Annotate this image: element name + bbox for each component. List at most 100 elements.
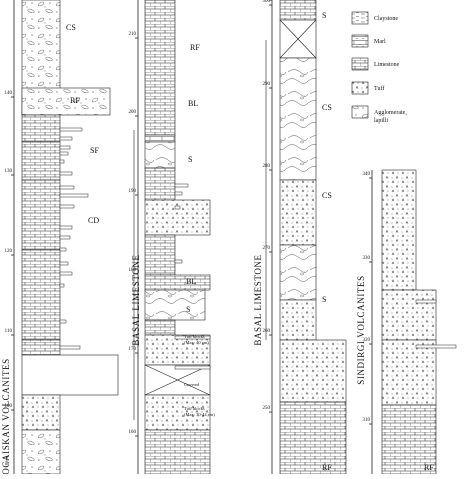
legend-label: lapilli	[374, 118, 388, 124]
thin-bed	[59, 185, 75, 190]
depth-tick-label: 170	[129, 347, 137, 352]
lithology-unit-limestone	[21, 114, 61, 143]
lithology-unit-limestone	[144, 234, 176, 276]
lithology-unit-tuff	[144, 199, 211, 236]
thin-bed	[59, 261, 69, 266]
facies-code-label: SF	[90, 146, 99, 155]
facies-code-label: CS	[322, 191, 332, 200]
thin-bed	[59, 225, 73, 230]
legend-label: Marl	[374, 39, 386, 45]
lithology-unit-swirl	[144, 141, 176, 169]
depth-tick-label: 110	[5, 329, 13, 334]
depth-tick-label: 240	[263, 0, 271, 2]
covered-cross	[279, 19, 317, 59]
thin-bed	[59, 204, 75, 209]
thin-bed	[59, 345, 81, 350]
depth-tick-label: 260	[263, 329, 271, 334]
thin-bed	[59, 159, 65, 164]
lithology-unit-agglomerate	[21, 87, 111, 116]
thin-bed	[174, 191, 183, 196]
depth-tick-label: 330	[363, 256, 371, 261]
thin-bed	[59, 235, 71, 240]
depth-tick-label: 250	[263, 406, 271, 411]
thin-bed	[415, 344, 457, 349]
depth-tick-label: 310	[363, 418, 371, 423]
lithology-unit-tuff	[144, 334, 211, 366]
formation-name: BASAL LIMESTONE	[131, 254, 141, 345]
lithology-unit-limestone	[144, 0, 176, 136]
thin-bed	[415, 299, 437, 304]
legend-swatch-tuff	[351, 81, 369, 95]
thin-bed	[59, 145, 71, 150]
facies-code-label: S	[186, 305, 190, 314]
depth-tick-label: 340	[363, 172, 371, 177]
thin-bed	[174, 205, 181, 210]
depth-tick-label: 210	[129, 32, 137, 37]
depth-tick-label: 190	[129, 189, 137, 194]
depth-tick-label: 300	[263, 0, 271, 4]
lithology-unit-marl	[144, 134, 176, 143]
lithology-unit-limestone	[144, 429, 211, 475]
formation-name: SINDIRGI VOLCANITES	[356, 275, 366, 384]
thin-bed	[174, 183, 189, 188]
depth-tick-label: 200	[129, 110, 137, 115]
thin-bed	[59, 136, 73, 141]
annotation-label: Covered	[184, 382, 200, 387]
lithology-unit-swirl	[279, 57, 317, 181]
annotation-label: (Max: 40 cm)	[184, 340, 209, 345]
facies-code-label: S	[188, 155, 192, 164]
facies-code-label: S	[322, 11, 326, 20]
lithology-unit-tuff	[381, 169, 417, 291]
thin-bed	[59, 193, 89, 198]
covered-cross	[144, 364, 211, 396]
lithology-unit-tuff	[381, 289, 437, 341]
lithology-unit-tuff	[279, 179, 317, 246]
facies-code-label: RF	[70, 96, 80, 105]
thin-bed	[174, 335, 211, 340]
thin-bed	[59, 271, 73, 276]
lithology-unit-tuff	[279, 299, 317, 341]
depth-tick-label: 130	[5, 169, 13, 174]
annotation-label: (Max: 30-44 cm)	[184, 412, 215, 417]
thin-bed	[59, 319, 67, 324]
lithology-unit-limestone	[144, 167, 176, 201]
legend-label: Agglomerate,	[374, 110, 407, 116]
lithology-unit-limestone	[21, 339, 61, 356]
legend-swatch-claystone	[351, 11, 369, 25]
depth-tick-label: 160	[129, 430, 137, 435]
lithology-unit-limestone	[279, 401, 347, 475]
annotation-label: Tuff blocks	[184, 406, 205, 411]
formation-name: BASAL LIMESTONE	[253, 254, 263, 345]
lithology-unit-limestone	[279, 0, 317, 21]
facies-code-label: S	[322, 295, 326, 304]
thin-bed	[174, 259, 183, 264]
facies-code-label: BL	[186, 277, 196, 286]
depth-tick-label: 180	[129, 268, 137, 273]
depth-tick-label: 140	[5, 91, 13, 96]
column-col3: 300290280270260250240230SCSCSSRF	[263, 0, 347, 475]
facies-code-label: RF	[190, 43, 200, 52]
thin-bed	[59, 283, 65, 288]
lithology-unit-swirl	[144, 289, 206, 321]
depth-tick-label: 100	[5, 404, 13, 409]
facies-code-label: CS	[66, 23, 76, 32]
thin-bed	[59, 247, 67, 252]
lithology-unit-limestone	[381, 404, 437, 475]
legend-swatch-limestone	[351, 57, 369, 71]
lithology-unit-agglomerate	[21, 429, 61, 475]
scale-note: 80cm	[4, 455, 9, 465]
lithology-unit-limestone	[144, 274, 211, 291]
depth-tick-label: 320	[363, 338, 371, 343]
legend-label: Limestone	[374, 62, 400, 68]
lithology-unit-tuff	[279, 339, 347, 403]
legend-label: Tuff	[374, 85, 384, 92]
facies-code-label: BL	[188, 99, 198, 108]
lithology-unit-tuff	[381, 339, 437, 406]
thin-bed	[174, 365, 211, 370]
thin-bed	[59, 151, 69, 156]
lithology-unit-limestone	[21, 179, 61, 251]
